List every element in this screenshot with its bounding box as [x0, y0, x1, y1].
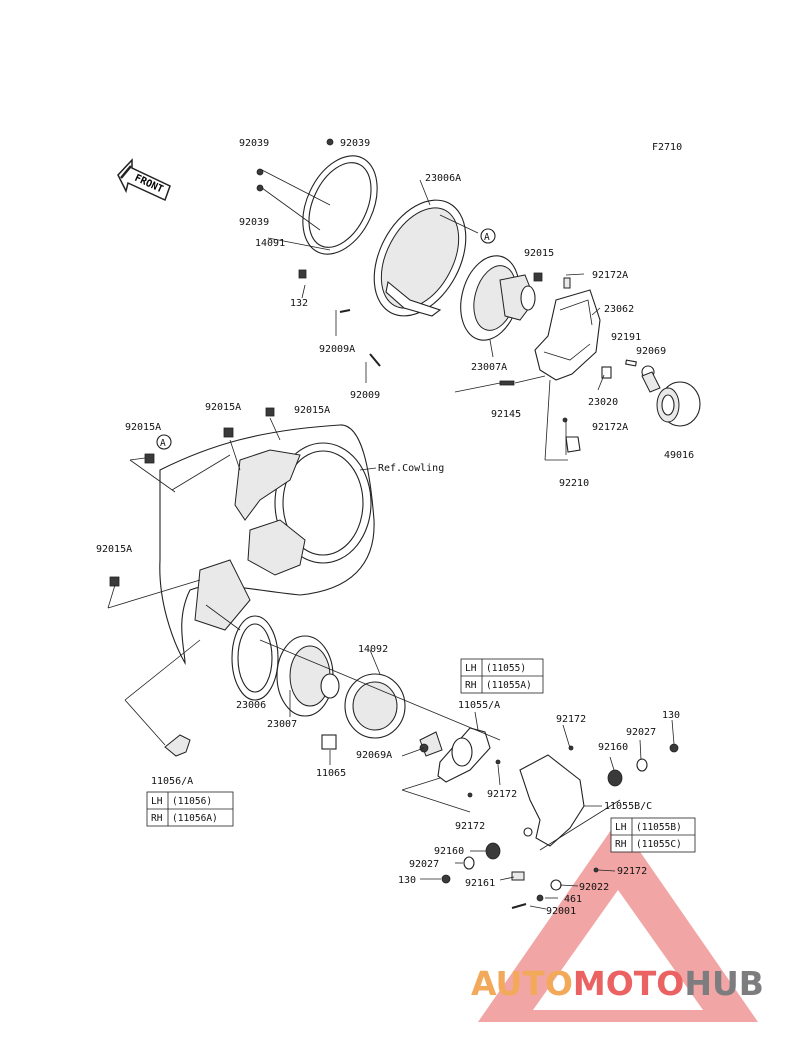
label-92015A-a: 92015A: [205, 402, 241, 413]
callout-a-upper: A: [480, 228, 496, 244]
cowling-reference: [159, 424, 375, 666]
label-92172-d: 92172: [617, 866, 647, 877]
label-92009A: 92009A: [319, 344, 355, 355]
cap-11065: [321, 734, 337, 750]
label-11055BC: 11055B/C: [604, 801, 652, 812]
label-23007A: 23007A: [471, 362, 507, 373]
small-parts-upper: [298, 269, 612, 453]
label-92172A-a: 92172A: [592, 270, 628, 281]
svg-text:(11055C): (11055C): [636, 839, 682, 850]
label-92161: 92161: [465, 878, 495, 889]
clip-11056: [164, 734, 191, 757]
label-92015A-c: 92015A: [125, 422, 161, 433]
leader-lines-lower: [124, 604, 675, 910]
label-92027-b: 92027: [409, 859, 439, 870]
table-11055: LH (11055) RH (11055A): [460, 658, 544, 694]
label-14092: 14092: [358, 644, 388, 655]
svg-text:(11055B): (11055B): [636, 822, 682, 833]
label-92022: 92022: [579, 882, 609, 893]
label-92160-b: 92160: [434, 846, 464, 857]
label-49016: 49016: [664, 450, 694, 461]
label-23006: 23006: [236, 700, 266, 711]
watermark-text: AUTOMOTOHUB: [471, 964, 764, 1003]
bulb-92069A: [419, 731, 443, 757]
small-parts-cowling: [109, 407, 275, 587]
label-23062: 23062: [604, 304, 634, 315]
label-132: 132: [290, 298, 308, 309]
label-92039-a: 92039: [239, 138, 269, 149]
label-130-a: 130: [662, 710, 680, 721]
svg-text:RH: RH: [615, 839, 627, 850]
label-92015A-d: 92015A: [96, 544, 132, 555]
label-11055A: 11055/A: [458, 700, 500, 711]
hardware-lower: [441, 743, 679, 909]
label-92172-b: 92172: [487, 789, 517, 800]
svg-text:A: A: [160, 438, 166, 449]
svg-text:A: A: [484, 232, 490, 243]
bracket-11055B: [519, 754, 585, 847]
figure-code: F2710: [652, 142, 682, 153]
ring-23006: [231, 615, 279, 701]
ref-cowling: Ref.Cowling: [378, 463, 444, 474]
label-92069: 92069: [636, 346, 666, 357]
label-92191: 92191: [611, 332, 641, 343]
label-23006A: 23006A: [425, 173, 461, 184]
svg-text:(11056): (11056): [172, 796, 212, 807]
label-92039-c: 92039: [239, 217, 269, 228]
svg-text:LH: LH: [615, 822, 627, 833]
svg-text:(11055A): (11055A): [486, 680, 532, 691]
label-92015: 92015: [524, 248, 554, 259]
label-92039-b: 92039: [340, 138, 370, 149]
label-92172-a: 92172: [556, 714, 586, 725]
svg-text:LH: LH: [151, 796, 163, 807]
svg-text:RH: RH: [151, 813, 163, 824]
rim-14092: [344, 673, 406, 739]
callout-a-lower: A: [156, 434, 172, 450]
watermark-triangle: [478, 820, 758, 1022]
svg-text:LH: LH: [465, 663, 477, 674]
svg-text:(11056A): (11056A): [172, 813, 218, 824]
bulb-cover-49016: [656, 381, 701, 427]
label-11056A: 11056/A: [151, 776, 193, 787]
leader-lines-cowling: [107, 417, 377, 609]
label-92069A: 92069A: [356, 750, 392, 761]
label-92009: 92009: [350, 390, 380, 401]
headlight-23007: [276, 635, 340, 717]
svg-text:(11055): (11055): [486, 663, 526, 674]
label-23020: 23020: [588, 397, 618, 408]
label-130-b: 130: [398, 875, 416, 886]
label-92172A-b: 92172A: [592, 422, 628, 433]
label-92001: 92001: [546, 906, 576, 917]
label-92027-a: 92027: [626, 727, 656, 738]
label-92210: 92210: [559, 478, 589, 489]
label-92160-a: 92160: [598, 742, 628, 753]
watermark-auto: AUTO: [471, 964, 573, 1003]
watermark-hub: HUB: [684, 964, 764, 1003]
table-11055b: LH (11055B) RH (11055C): [610, 817, 696, 853]
bracket-23062: [534, 277, 601, 381]
headlight-mount-ring-23006A: [373, 199, 467, 317]
bracket-11055: [437, 727, 491, 783]
svg-text:RH: RH: [465, 680, 477, 691]
label-92015A-b: 92015A: [294, 405, 330, 416]
label-461: 461: [564, 894, 582, 905]
svg-text:AUTOMOTOHUB: AUTOMOTOHUB: [471, 964, 764, 1003]
headlight-rim-14091: [256, 138, 378, 255]
label-11065: 11065: [316, 768, 346, 779]
headlight-unit-23007A: [460, 255, 536, 341]
label-92172-c: 92172: [455, 821, 485, 832]
leader-lines-upper: [261, 169, 605, 461]
front-arrow-icon: FRONT: [117, 158, 171, 202]
watermark-moto: MOTO: [573, 964, 684, 1003]
table-11056: LH (11056) RH (11056A): [146, 791, 234, 827]
part-labels: 92039 92039 92039 14091 23006A 132 92009…: [96, 138, 694, 917]
label-23007: 23007: [267, 719, 297, 730]
bulb-92069: [625, 359, 661, 393]
label-14091: 14091: [255, 238, 285, 249]
label-92145: 92145: [491, 409, 521, 420]
